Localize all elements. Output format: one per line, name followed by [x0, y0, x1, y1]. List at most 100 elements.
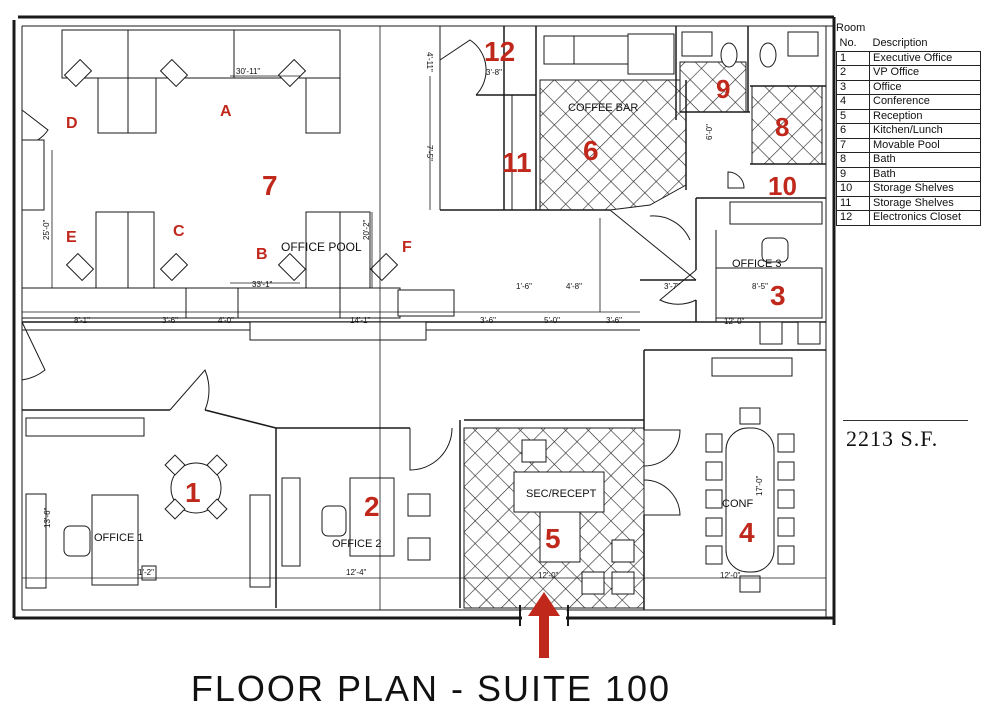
legend-row-desc: Reception: [869, 108, 981, 124]
square-footage-rule: [843, 420, 968, 421]
dim-13-6: 13'-6": [43, 507, 52, 528]
room-number-2: 2: [364, 491, 380, 522]
label-office-2: OFFICE 2: [332, 538, 382, 550]
legend-row-desc: Storage Shelves: [869, 181, 981, 197]
dim-12-0b: 12'-0": [538, 571, 559, 580]
legend-row-no: 6: [836, 123, 870, 139]
room-number-4: 4: [739, 517, 755, 548]
dim-3-6c: 3'-6": [606, 316, 622, 325]
legend-row-desc: Storage Shelves: [869, 195, 981, 211]
dim-12-0c: 12'-0": [720, 571, 741, 580]
legend-row-desc: Kitchen/Lunch: [869, 123, 981, 139]
label-sec-recept: SEC/RECEPT: [526, 488, 597, 500]
room-number-12: 12: [484, 36, 515, 67]
bath8-tile-floor: [751, 85, 823, 165]
room-number-9: 9: [716, 74, 730, 104]
dim-4-0a: 4'-0": [218, 316, 234, 325]
dim-3-8: 3'-8": [486, 68, 502, 77]
legend-row-no: 11: [836, 195, 870, 211]
station-letter-e: E: [66, 229, 77, 246]
dim-3-6b: 3'-6": [480, 316, 496, 325]
room-number-1: 1: [185, 477, 201, 508]
square-footage: 2213 S.F.: [846, 426, 939, 451]
dim-33-1: 33'-1": [252, 280, 273, 289]
legend-row-no: 9: [836, 166, 870, 182]
label-office-1: OFFICE 1: [94, 532, 144, 544]
legend-row-desc: VP Office: [869, 65, 981, 81]
dim-3-7: 3'-7": [664, 282, 680, 291]
room-numbers: 1 2 3 4 5 6 7 8 9 10 11 12: [185, 36, 797, 554]
legend-row-no: 12: [836, 210, 870, 226]
legend-row-no: 8: [836, 152, 870, 168]
dim-12-0a: 12'-0": [724, 317, 745, 326]
room-number-3: 3: [770, 280, 786, 311]
station-letter-a: A: [220, 103, 232, 120]
legend-col-no: No.: [839, 37, 857, 50]
room-number-6: 6: [583, 135, 599, 166]
room-number-10: 10: [768, 171, 797, 201]
office-pool-furniture: [21, 29, 455, 341]
dim-5-0: 5'-0": [544, 316, 560, 325]
dim-8-5: 8'-5": [752, 282, 768, 291]
label-conf: CONF: [722, 498, 753, 510]
station-letter-d: D: [66, 115, 78, 132]
door-swings: [21, 39, 745, 516]
dim-17-0: 17'-0": [755, 475, 764, 496]
entrance-arrow: [528, 592, 560, 658]
legend-row-no: 2: [836, 65, 870, 81]
legend-row-no: 1: [836, 50, 870, 66]
dim-12-4: 12'-4": [346, 568, 367, 577]
plan-title: FLOOR PLAN - SUITE 100: [190, 668, 672, 709]
legend-row-no: 10: [836, 181, 870, 197]
room-number-7: 7: [262, 170, 278, 201]
label-office-3: OFFICE 3: [732, 258, 782, 270]
station-letter-f: F: [402, 239, 412, 256]
legend-row-desc: Electronics Closet: [869, 210, 981, 226]
dim-30-11: 30'-11": [236, 67, 260, 76]
dim-25-0: 25'-0": [42, 219, 51, 240]
dim-6-0: 6'-0": [705, 124, 714, 140]
station-letters: A B C D E F: [66, 103, 412, 263]
dim-1-2: 1'-2": [138, 568, 154, 577]
dim-7-5: 7'-5": [425, 145, 434, 161]
office-furniture: [25, 31, 823, 595]
dim-1-6: 1'-6": [516, 282, 532, 291]
dim-3-6a: 3'-6": [162, 316, 178, 325]
label-coffee-bar: COFFEE BAR: [568, 102, 638, 114]
bath9-tile-floor: [679, 61, 747, 113]
legend-row-desc: Conference: [869, 94, 981, 110]
room-number-5: 5: [545, 523, 561, 554]
legend-row-no: 3: [836, 79, 870, 95]
legend-row-desc: Executive Office: [869, 50, 981, 66]
label-office-pool: OFFICE POOL: [281, 240, 362, 254]
legend-col-desc: Description: [872, 37, 928, 50]
dimension-lines: [22, 26, 826, 610]
station-letter-b: B: [256, 246, 268, 263]
dim-8-1: 8'-1": [74, 316, 90, 325]
station-letter-c: C: [173, 223, 185, 240]
legend-heading: Room: [836, 22, 866, 34]
dim-4-8: 4'-8": [566, 282, 582, 291]
legend-row-desc: Movable Pool: [869, 137, 981, 153]
room-number-11: 11: [502, 147, 532, 178]
legend-row-no: 7: [836, 137, 870, 153]
legend-row-no: 4: [836, 94, 870, 110]
legend-row-desc: Bath: [869, 152, 981, 168]
legend-row-no: 5: [836, 108, 870, 124]
room-name-labels: OFFICE POOL COFFEE BAR OFFICE 1 OFFICE 2…: [94, 102, 782, 550]
